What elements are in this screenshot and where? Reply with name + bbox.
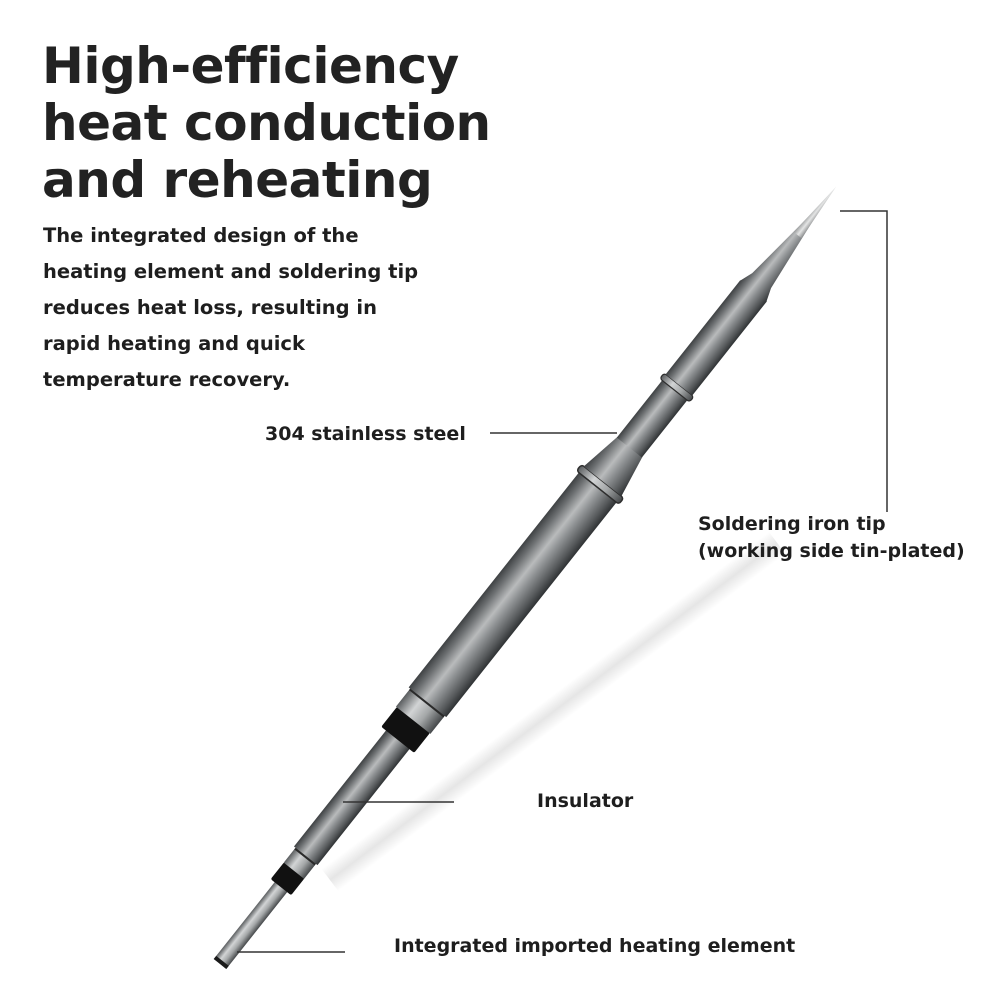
callout-heating-element: Integrated imported heating element [394,935,796,957]
headline-line-2: heat conduction [42,94,491,152]
callout-soldering-tip-line-1: Soldering iron tip [698,513,886,535]
headline: High-efficiency heat conduction and rehe… [42,38,491,209]
lower-insulator-band [271,862,304,895]
leader-lines [237,210,888,953]
heating-element-rod [213,880,289,969]
callout-insulator: Insulator [537,790,634,812]
upper-insulator-band [382,707,430,753]
description-line-5: temperature recovery. [43,368,291,391]
headline-line-3: and reheating [42,151,433,209]
headline-line-1: High-efficiency [42,37,459,95]
description-line-4: rapid heating and quick [43,332,305,355]
soldering-tip [213,186,837,969]
tip-leader-line [840,210,888,512]
tin-plated-tip [793,186,837,239]
callout-soldering-tip-line-2: (working side tin-plated) [698,540,965,562]
stainless-steel-body [408,471,618,718]
callout-soldering-tip: Soldering iron tip (working side tin-pla… [698,511,965,565]
callout-stainless-steel: 304 stainless steel [265,423,466,445]
description-line-2: heating element and soldering tip [43,260,419,283]
cast-shadow [321,531,786,892]
description-line-3: reduces heat loss, resulting in [43,296,377,319]
description: The integrated design of the heating ele… [43,218,418,398]
description-line-1: The integrated design of the [43,224,359,247]
insulator-section [293,728,411,866]
